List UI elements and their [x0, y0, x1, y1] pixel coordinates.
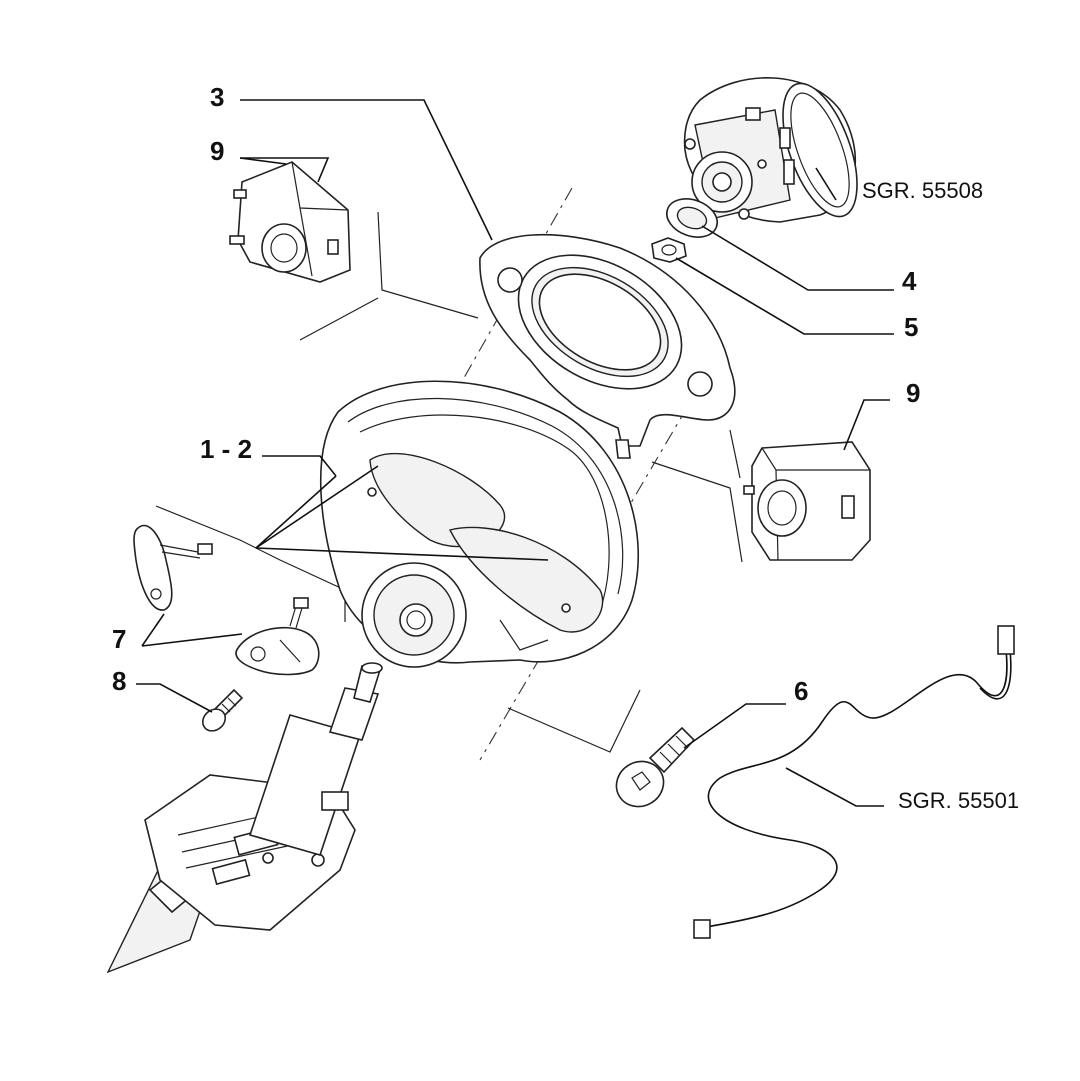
nut-5 — [651, 237, 687, 263]
reference-sgr-55501: SGR. 55501 — [898, 788, 1019, 813]
switch-module-right — [743, 441, 871, 561]
callout-labels: 3 9 4 5 9 1 - 2 7 8 6 — [112, 82, 920, 706]
callout-9-right: 9 — [906, 378, 920, 408]
callout-9-top: 9 — [210, 136, 224, 166]
horn-bracket — [479, 233, 736, 459]
paddle-switch-lower — [235, 597, 320, 676]
reference-sgr-55508: SGR. 55508 — [862, 178, 983, 203]
reference-labels: SGR. 55508 SGR. 55501 — [862, 178, 1019, 813]
bolt-6 — [615, 726, 696, 808]
callout-8: 8 — [112, 666, 126, 696]
steering-column — [106, 662, 383, 974]
callout-7: 7 — [112, 624, 126, 654]
switch-module-top — [229, 161, 351, 283]
callout-4: 4 — [902, 266, 917, 296]
screw-8 — [201, 688, 244, 732]
callout-1-2: 1 - 2 — [200, 434, 252, 464]
callout-5: 5 — [904, 312, 918, 342]
airbag-module — [683, 77, 858, 223]
steering-wheel — [319, 380, 639, 668]
callout-3: 3 — [210, 82, 224, 112]
wiring-harness — [693, 625, 1015, 939]
callout-6: 6 — [794, 676, 808, 706]
paddle-switch-upper — [133, 524, 213, 611]
leader-lines — [136, 99, 894, 807]
